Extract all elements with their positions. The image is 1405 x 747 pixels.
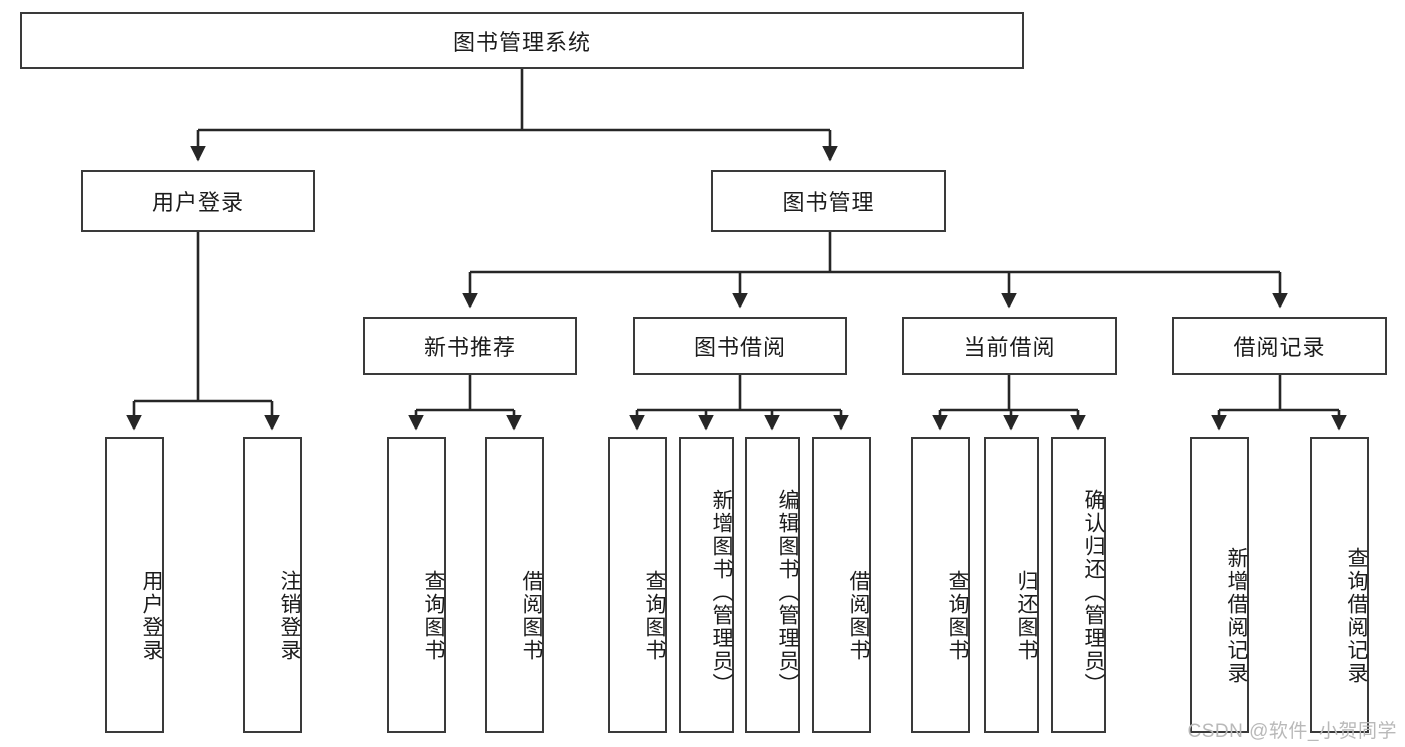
node-book-management-label: 图书管理 [782,190,875,215]
leaf-label: 归还图书 [1015,570,1038,662]
node-current-borrow[interactable]: 当前借阅 [902,317,1117,375]
leaf-return-book[interactable]: 归还图书 [984,437,1039,733]
leaf-label: 查询借阅记录 [1345,547,1368,685]
node-book-management[interactable]: 图书管理 [711,170,946,232]
node-root[interactable]: 图书管理系统 [20,12,1024,69]
leaf-label: 编辑图书（管理员） [776,488,799,696]
node-new-book-recommend[interactable]: 新书推荐 [363,317,577,375]
watermark: CSDN @软件_小贺同学 [1187,721,1397,742]
leaf-add-book-admin[interactable]: 新增图书（管理员） [679,437,734,733]
leaf-user-logout[interactable]: 注销登录 [243,437,302,733]
leaf-query-book-current[interactable]: 查询图书 [911,437,970,733]
node-new-book-recommend-label: 新书推荐 [423,335,516,360]
leaf-query-book-recommend[interactable]: 查询图书 [387,437,446,733]
leaf-label: 查询图书 [643,570,666,662]
leaf-borrow-book-recommend[interactable]: 借阅图书 [485,437,544,733]
node-user-login[interactable]: 用户登录 [81,170,315,232]
leaf-query-borrow-record[interactable]: 查询借阅记录 [1310,437,1369,733]
leaf-label: 用户登录 [140,570,163,662]
leaf-label: 借阅图书 [847,570,870,662]
leaf-borrow-book[interactable]: 借阅图书 [812,437,871,733]
leaf-confirm-return-admin[interactable]: 确认归还（管理员） [1051,437,1106,733]
leaf-edit-book-admin[interactable]: 编辑图书（管理员） [745,437,800,733]
leaf-label: 新增图书（管理员） [710,488,733,696]
leaf-label: 借阅图书 [520,570,543,662]
leaf-label: 确认归还（管理员） [1082,488,1105,696]
leaf-label: 查询图书 [946,570,969,662]
leaf-label: 新增借阅记录 [1225,547,1248,685]
node-user-login-label: 用户登录 [151,190,244,215]
leaf-add-borrow-record[interactable]: 新增借阅记录 [1190,437,1249,733]
node-book-borrow-label: 图书借阅 [693,335,786,360]
node-root-label: 图书管理系统 [452,29,591,55]
leaf-label: 注销登录 [278,570,301,662]
node-borrow-record[interactable]: 借阅记录 [1172,317,1387,375]
leaf-label: 查询图书 [422,570,445,662]
leaf-user-login[interactable]: 用户登录 [105,437,164,733]
node-borrow-record-label: 借阅记录 [1233,335,1326,360]
node-book-borrow[interactable]: 图书借阅 [633,317,847,375]
leaf-query-book-borrow[interactable]: 查询图书 [608,437,667,733]
node-current-borrow-label: 当前借阅 [963,335,1056,360]
